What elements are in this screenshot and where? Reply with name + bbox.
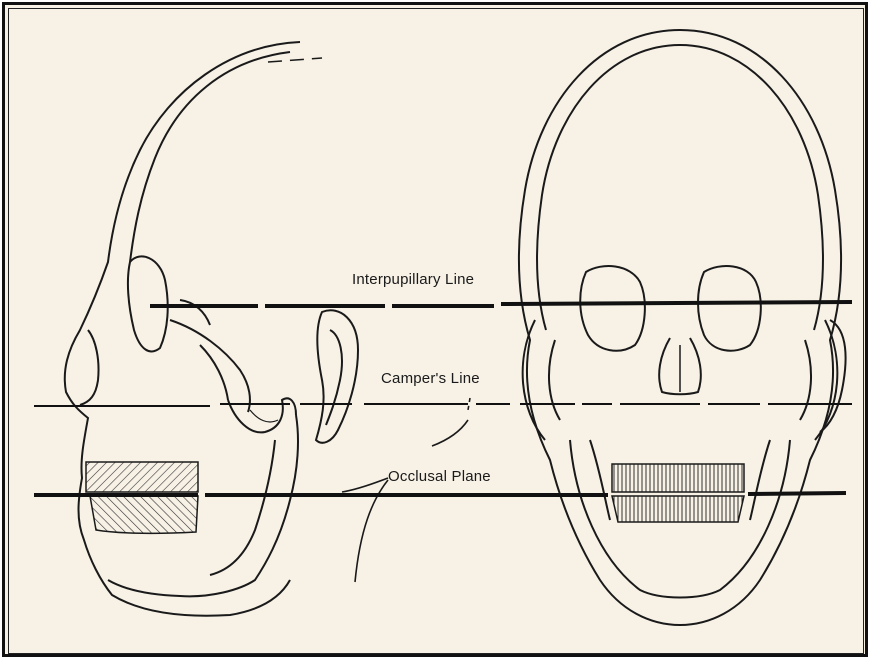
leader-lines <box>342 398 470 582</box>
interpupillary-label: Interpupillary Line <box>352 271 474 288</box>
occlusal-line <box>34 493 846 495</box>
campers-line <box>34 404 852 406</box>
frontal-skull <box>519 30 846 625</box>
campers-label: Camper's Line <box>381 370 480 387</box>
lateral-skull <box>65 42 358 616</box>
occlusal-label: Occlusal Plane <box>388 468 491 485</box>
interpupillary-line <box>150 302 852 306</box>
